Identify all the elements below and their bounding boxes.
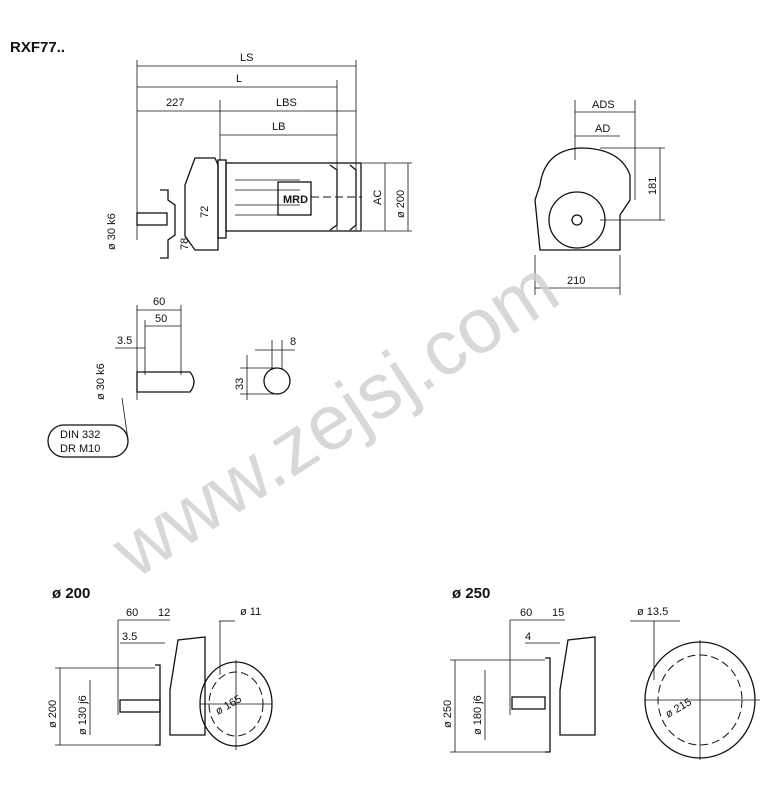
center-hole-note [47,424,129,458]
dim-l: L [236,73,242,85]
model-title: RXF77.. [10,39,65,56]
note-thread: DR M10 [60,443,100,455]
flange200-pcd: ø 165 [214,693,244,717]
dim-d200: ø 200 [395,190,407,218]
flange200-60: 60 [126,607,138,619]
dim-60: 60 [153,296,165,308]
end-view: ADS AD 181 210 [534,99,665,295]
dim-8: 8 [290,336,296,348]
note-din: DIN 332 [60,429,100,441]
flange250-15: 15 [552,607,564,619]
dim-33: 33 [234,378,246,390]
dim-ads: ADS [592,99,615,111]
flange250-title: ø 250 [452,585,490,602]
dim-210: 210 [567,275,585,287]
dim-shaft-detail: ø 30 k6 [95,363,107,400]
dim-ls: LS [240,52,253,64]
dim-ac: AC [372,190,384,205]
dim-78: 78 [179,238,191,250]
flange250-d250: ø 250 [442,700,454,728]
flange200-title: ø 200 [52,585,90,602]
flange250-hole: ø 13.5 [637,606,668,618]
dim-shaft: ø 30 k6 [106,213,118,250]
dim-lb: LB [272,121,285,133]
motor-badge: MRD [283,194,308,206]
flange200-3-5: 3.5 [122,631,137,643]
dim-50: 50 [155,313,167,325]
dim-lbs: LBS [276,97,297,109]
dim-227: 227 [166,97,184,109]
flange-250-view: ø 250 60 15 4 ø 250 ø 180 j6 ø 13.5 ø 21… [442,585,760,760]
dim-181: 181 [647,177,659,195]
watermark: www.zejsj.com [95,242,573,595]
flange200-d130: ø 130 j6 [77,695,89,735]
dim-3-5: 3.5 [117,335,132,347]
flange-200-view: ø 200 60 12 3.5 ø 200 ø 130 j6 ø 11 ø 16… [47,585,273,750]
dim-72: 72 [199,206,211,218]
flange200-hole: ø 11 [240,606,261,618]
flange250-4: 4 [525,631,531,643]
flange200-d200: ø 200 [47,700,59,728]
main-side-view: LS L 227 LBS LB MRD AC ø 200 72 78 ø 30 … [106,52,412,259]
flange200-12: 12 [158,607,170,619]
flange250-d180: ø 180 j6 [472,695,484,735]
flange250-60: 60 [520,607,532,619]
shaft-detail: 60 50 3.5 ø 30 k6 DIN 332 DR M10 8 33 [47,296,296,458]
dim-ad: AD [595,123,610,135]
